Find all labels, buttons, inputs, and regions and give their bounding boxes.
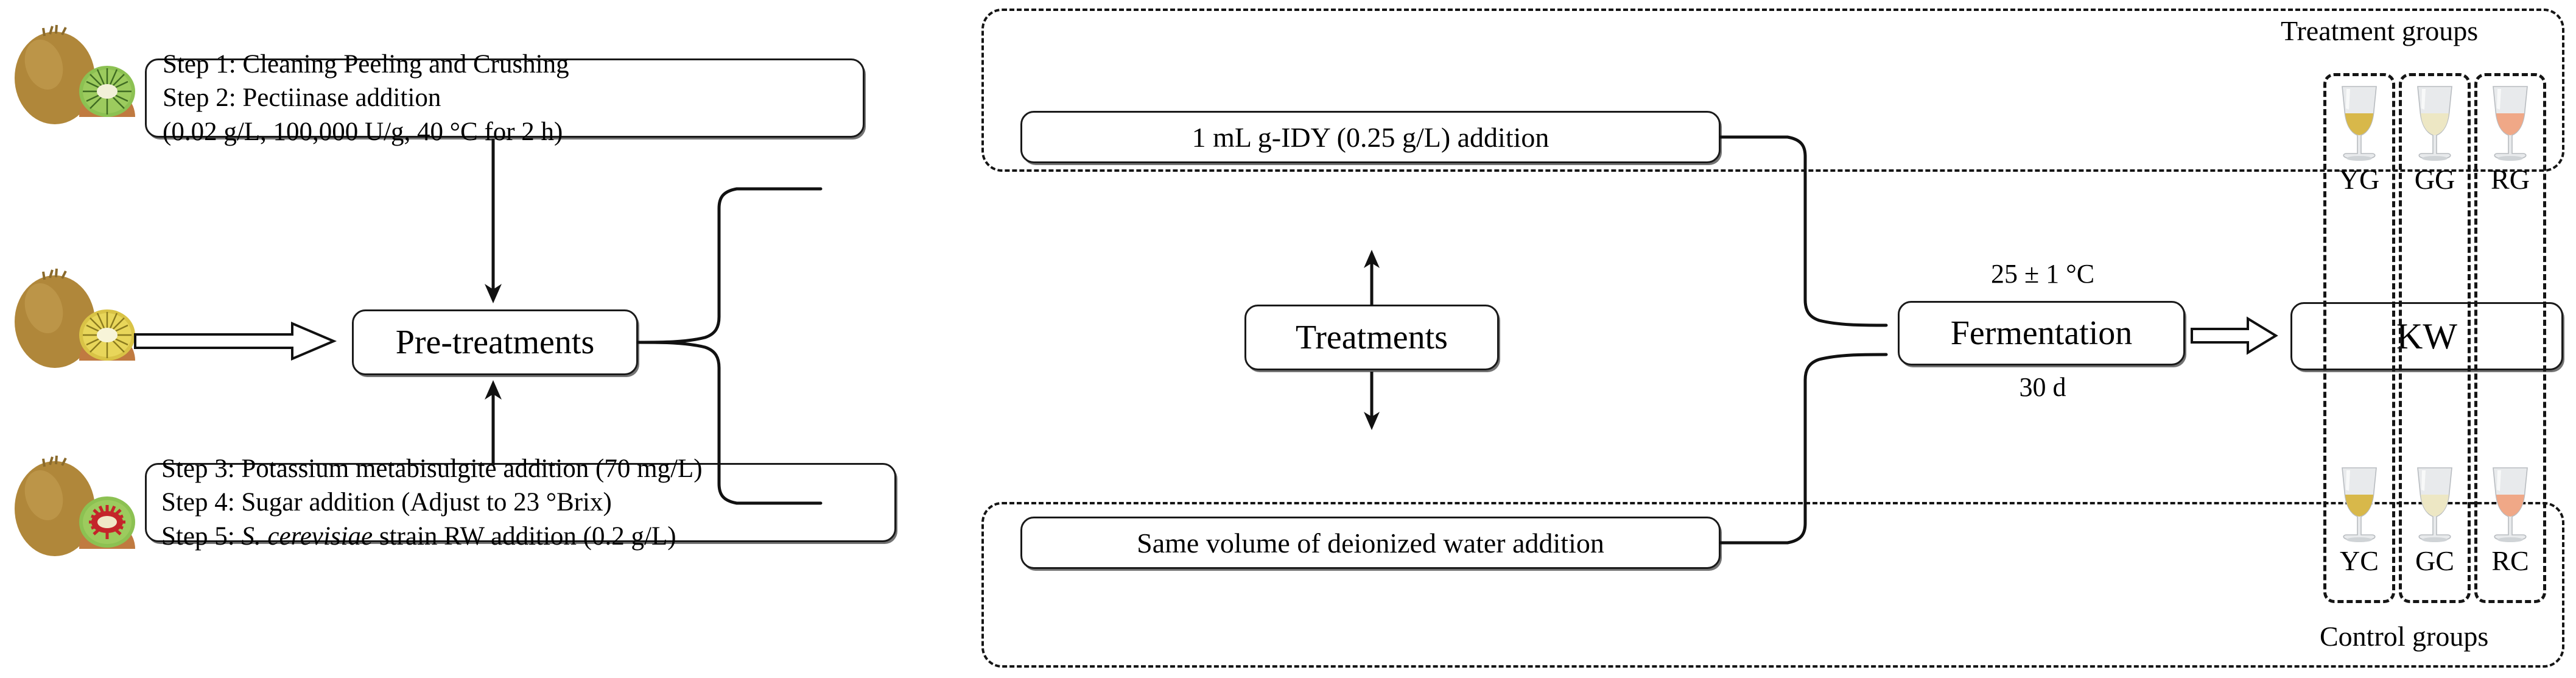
sample-cell-gc: GC [2399,463,2471,575]
sample-column-g [2399,73,2471,603]
step5-prefix: Step 5: [161,521,242,551]
treatment-groups-label: Treatment groups [2281,15,2479,46]
steps-down-arrow-icon [481,139,505,305]
step-line-4: Step 4: Sugar addition (Adjust to 23 °Br… [161,488,612,517]
fermentation-duration: 30 d [2019,372,2066,402]
wine-glass-icon [2417,86,2452,161]
treatments-label: Treatments [1296,319,1448,356]
sample-cell-yg: YG [2323,82,2395,194]
step-line-1: Step 1: Cleaning Peeling and Crushing [163,50,569,79]
kiwi-green-icon [7,24,135,128]
pre-treatments-box: Pre-treatments [352,309,638,375]
control-arm-box: Same volume of deionized water addition [1020,517,1721,569]
sample-code-rc: RC [2491,545,2529,576]
step-line-3: (0.02 g/L, 100,000 U/g, 40 °C for 2 h) [163,117,563,146]
sample-cell-yc: YC [2323,463,2395,575]
sample-column-r [2474,73,2546,603]
fermentation-to-kw-arrow-icon [2191,316,2278,355]
control-groups-label: Control groups [2320,621,2489,652]
sample-code-rg: RG [2491,164,2530,195]
fermentation-temperature: 25 ± 1 °C [1990,259,2095,289]
control-arm-label: Same volume of deionized water addition [1137,527,1604,559]
kw-product-box: KW [2290,302,2563,370]
step-line-3b: Step 3: Potassium metabisulgite addition… [161,454,703,484]
treatments-box: Treatments [1244,305,1499,370]
fermentation-label: Fermentation [1950,314,2133,352]
sample-code-yc: YC [2340,545,2379,576]
wine-glass-icon [2417,467,2452,542]
treatment-arm-box: 1 mL g-IDY (0.25 g/L) addition [1020,111,1721,163]
fermentation-box: Fermentation [1898,301,2185,365]
step-line-5: Step 5: S. cerevisiae strain RW addition… [161,520,880,553]
upper-steps-box: Step 1: Cleaning Peeling and Crushing St… [145,50,865,146]
pre-treatments-label: Pre-treatments [395,323,595,361]
kiwi-gold-icon [7,268,135,372]
treatments-down-arrow-icon [1360,372,1384,430]
wine-glass-icon [2342,86,2377,161]
step5-suffix: strain RW addition (0.2 g/L) [373,521,676,551]
sample-code-yg: YG [2339,164,2380,195]
sample-code-gg: GG [2414,164,2455,195]
treatments-up-arrow-icon [1360,250,1384,306]
lower-steps-box: Step 3: Potassium metabisulgite addition… [145,454,896,551]
sample-cell-rc: RC [2474,463,2546,575]
sample-code-gc: GC [2415,545,2454,576]
kiwi-red-icon [7,454,135,560]
sample-column-y [2323,73,2395,603]
wine-glass-icon [2342,467,2377,542]
treatment-arm-label: 1 mL g-IDY (0.25 g/L) addition [1191,121,1549,153]
inflow-arrow-icon [134,320,337,362]
step5-species: S. cerevisiae [241,521,373,551]
sample-cell-gg: GG [2399,82,2471,194]
kw-label: KW [2396,316,2457,356]
wine-glass-icon [2493,467,2528,542]
wine-glass-icon [2493,86,2528,161]
step-line-2: Step 2: Pectiinase addition [163,83,441,113]
sample-cell-rg: RG [2474,82,2546,194]
